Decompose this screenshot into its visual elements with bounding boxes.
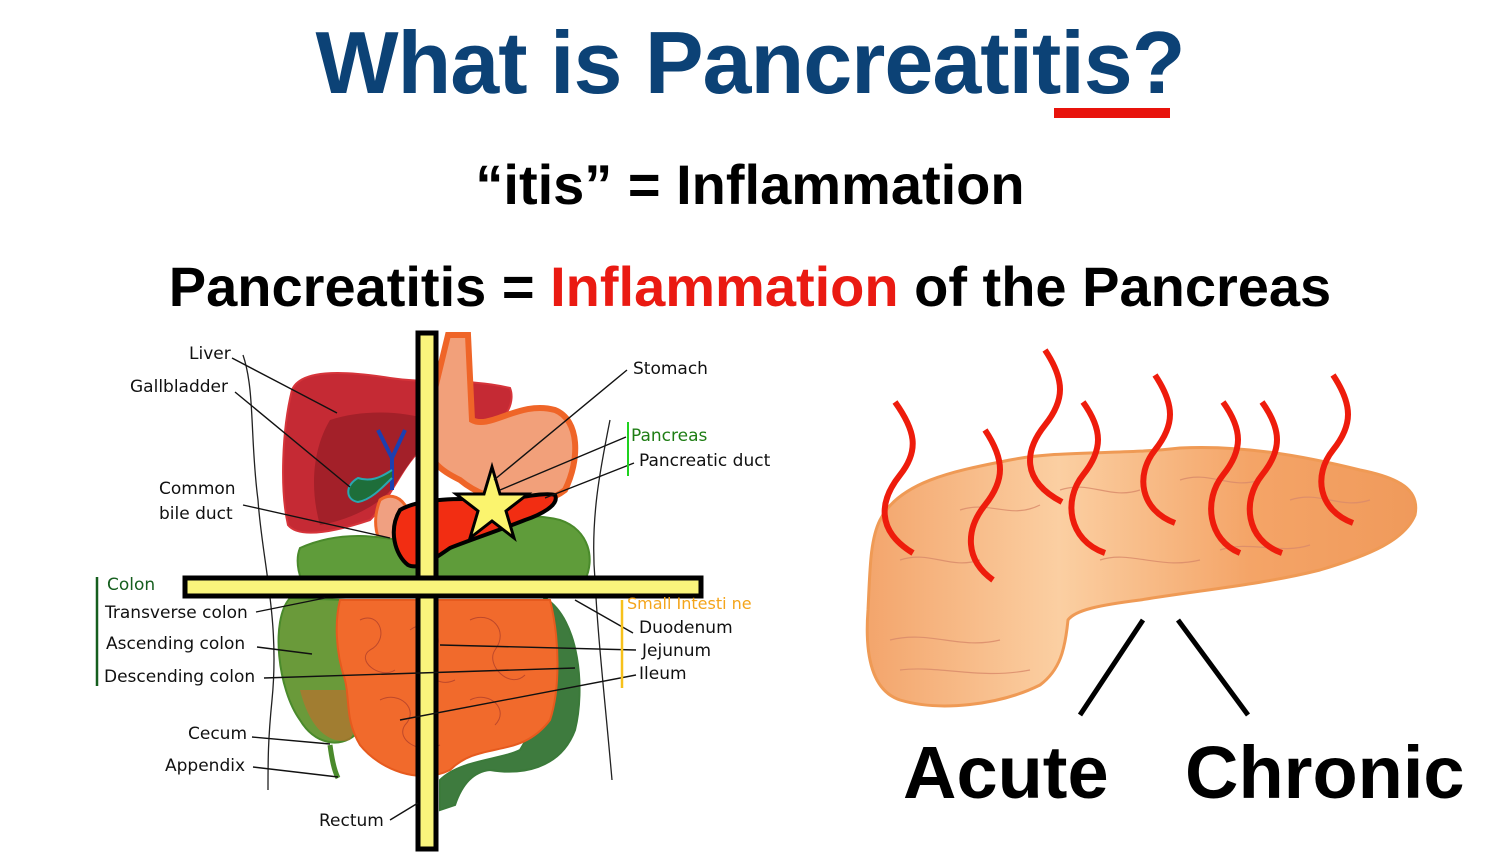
label-ascending-colon: Ascending colon <box>106 634 246 654</box>
label-duodenum: Duodenum <box>639 618 733 638</box>
label-colon: Colon <box>107 575 156 595</box>
itis-underline <box>1054 108 1170 118</box>
definition-suffix: of the Pancreas <box>898 255 1332 318</box>
type-chronic: Chronic <box>1185 731 1465 814</box>
page-title: What is Pancreatitis? <box>315 13 1185 112</box>
label-liver: Liver <box>189 344 231 364</box>
pancreas-organ <box>865 445 1418 708</box>
label-cecum: Cecum <box>188 724 248 744</box>
label-descending-colon: Descending colon <box>104 667 256 687</box>
label-rectum: Rectum <box>319 811 384 831</box>
definition-highlight: Inflammation <box>550 255 899 318</box>
pancreatitis-definition: Pancreatitis = Inflammation of the Pancr… <box>0 252 1500 322</box>
label-common-bile-duct-2: bile duct <box>159 504 233 524</box>
label-transverse-colon: Transverse colon <box>105 603 248 623</box>
chronic-branch-line <box>1175 618 1251 717</box>
label-pancreatic-duct: Pancreatic duct <box>639 451 771 471</box>
label-common-bile-duct-1: Common <box>159 479 236 499</box>
itis-definition: “itis” = Inflammation <box>475 153 1025 216</box>
label-small-intestine: Small Intesti ne <box>627 594 752 613</box>
label-stomach: Stomach <box>633 359 708 379</box>
definition-prefix: Pancreatitis = <box>168 255 551 318</box>
label-jejunum: Jejunum <box>642 641 712 661</box>
label-ileum: Ileum <box>639 664 687 684</box>
label-gallbladder: Gallbladder <box>130 377 228 397</box>
label-appendix: Appendix <box>165 756 246 776</box>
heat-waves <box>881 348 1355 583</box>
type-acute: Acute <box>903 731 1109 814</box>
acute-branch-line <box>1077 618 1146 717</box>
label-pancreas: Pancreas <box>631 426 708 446</box>
horizontal-crosshair-bar <box>182 575 704 599</box>
